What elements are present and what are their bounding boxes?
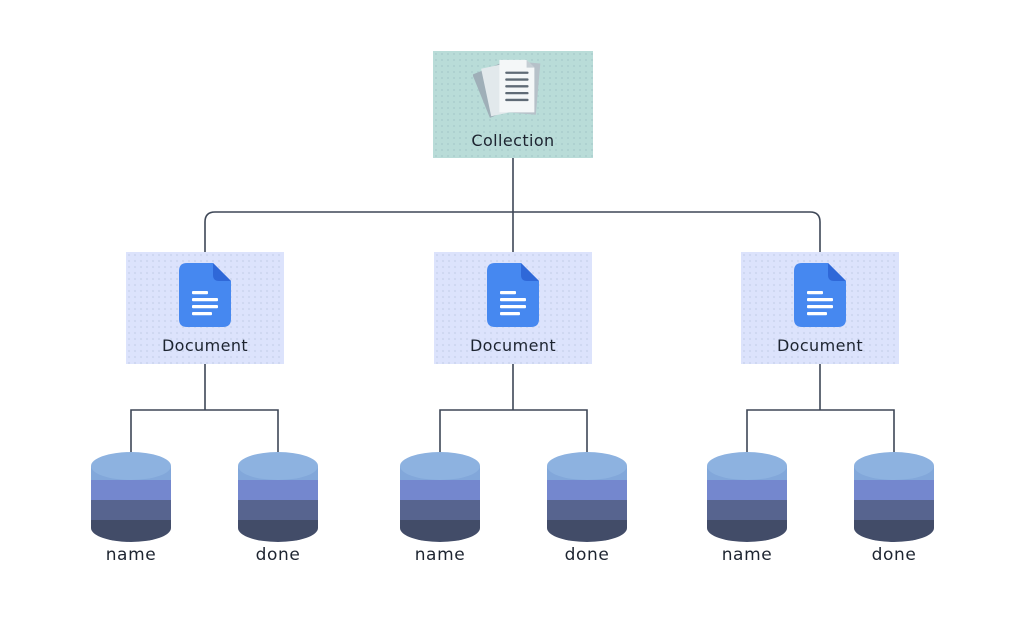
document-icon [794,263,846,327]
field-label: done [564,545,610,565]
connector-document2-to-fields [439,364,588,452]
connector-document1-to-fields [130,364,279,452]
field-label: done [255,545,301,565]
connector-document3-to-fields [746,364,895,452]
collection-label: Collection [471,131,555,150]
field-label: name [414,545,466,565]
document-icon [487,263,539,327]
database-cylinder-icon [707,452,787,542]
document-node-2: Document [434,252,592,364]
database-cylinder-icon [400,452,480,542]
collection-node: Collection [433,51,593,158]
field-label: name [105,545,157,565]
database-cylinder-icon [547,452,627,542]
document-node-1: Document [126,252,284,364]
database-cylinder-icon [91,452,171,542]
field-label: name [721,545,773,565]
database-cylinder-icon [238,452,318,542]
document-label: Document [161,336,249,355]
field-label: done [871,545,917,565]
document-label: Document [776,336,864,355]
connector-collection-to-documents [204,158,821,252]
papers-stack-icon [473,59,541,118]
document-icon [179,263,231,327]
database-cylinder-icon [854,452,934,542]
document-label: Document [469,336,557,355]
document-node-3: Document [741,252,899,364]
